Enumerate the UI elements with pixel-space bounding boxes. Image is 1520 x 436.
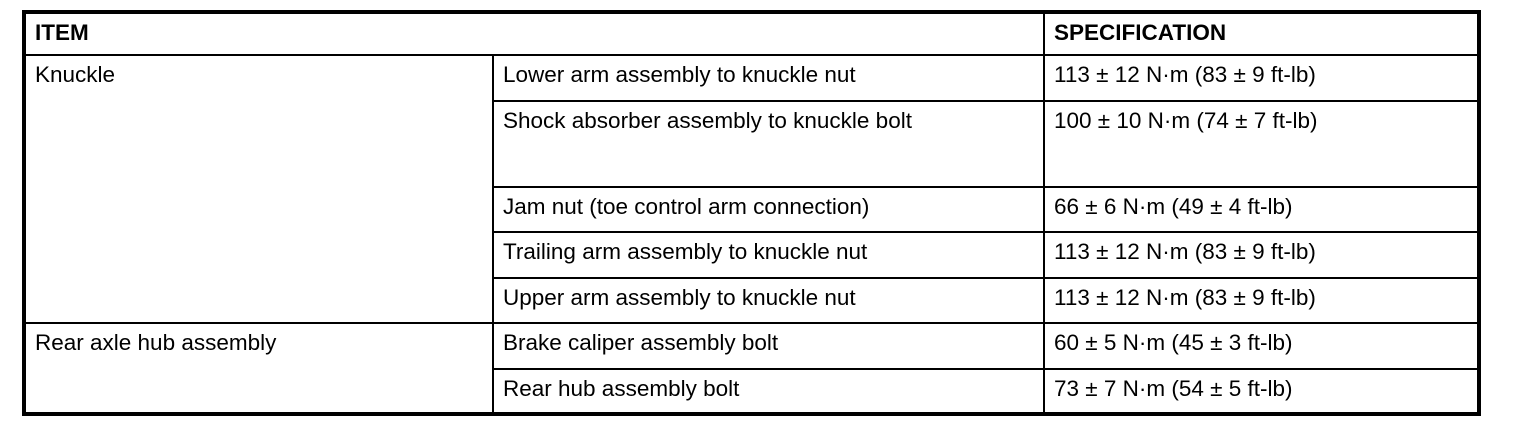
torque-spec-table: ITEM SPECIFICATION Knuckle Lower arm ass… — [22, 10, 1481, 416]
table-row: Rear hub assembly bolt 73 ± 7 N·m (54 ± … — [24, 368, 1480, 415]
item-group-knuckle: Knuckle — [23, 54, 494, 324]
torque-spec-table-container: ITEM SPECIFICATION Knuckle Lower arm ass… — [22, 10, 1481, 416]
component-cell: Jam nut (toe control arm connection) — [492, 186, 1045, 233]
spec-cell: 73 ± 7 N·m (54 ± 5 ft-lb) — [1043, 368, 1480, 415]
table-row: Jam nut (toe control arm connection) 66 … — [24, 186, 1480, 233]
column-header-specification: SPECIFICATION — [1043, 11, 1480, 56]
spec-cell: 113 ± 12 N·m (83 ± 9 ft-lb) — [1043, 54, 1480, 102]
spec-cell: 60 ± 5 N·m (45 ± 3 ft-lb) — [1043, 322, 1480, 370]
component-cell: Rear hub assembly bolt — [492, 368, 1045, 415]
item-group-rear-axle-hub-assembly: Rear axle hub assembly — [23, 322, 494, 415]
spec-cell: 100 ± 10 N·m (74 ± 7 ft-lb) — [1043, 100, 1480, 188]
component-cell: Upper arm assembly to knuckle nut — [492, 277, 1045, 324]
component-cell: Shock absorber assembly to knuckle bolt — [492, 100, 1045, 188]
component-cell: Trailing arm assembly to knuckle nut — [492, 231, 1045, 279]
table-row: Shock absorber assembly to knuckle bolt … — [24, 100, 1480, 188]
table-row: Upper arm assembly to knuckle nut 113 ± … — [24, 277, 1480, 324]
table-row: Rear axle hub assembly Brake caliper ass… — [23, 322, 1480, 415]
component-cell: Brake caliper assembly bolt — [492, 322, 1045, 370]
spec-cell: 66 ± 6 N·m (49 ± 4 ft-lb) — [1043, 186, 1480, 233]
column-header-item: ITEM — [23, 11, 1045, 56]
spec-cell: 113 ± 12 N·m (83 ± 9 ft-lb) — [1043, 231, 1480, 279]
component-cell: Lower arm assembly to knuckle nut — [492, 54, 1045, 102]
table-header-row: ITEM SPECIFICATION — [23, 11, 1480, 56]
spec-cell: 113 ± 12 N·m (83 ± 9 ft-lb) — [1043, 277, 1480, 324]
table-row: Knuckle Lower arm assembly to knuckle nu… — [23, 54, 1480, 324]
table-row: Trailing arm assembly to knuckle nut 113… — [24, 231, 1480, 279]
